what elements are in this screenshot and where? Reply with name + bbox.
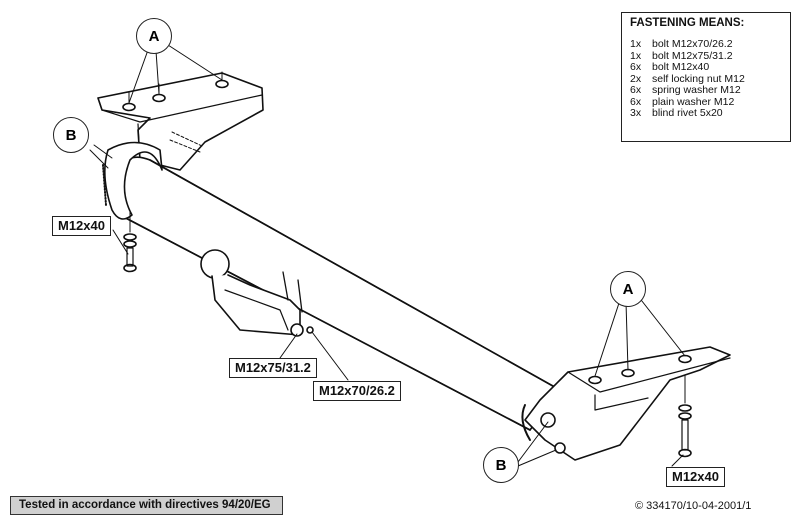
callout-a-right: A — [610, 271, 646, 307]
right-mounting-bracket — [521, 346, 731, 461]
label-bolt-right: M12x40 — [666, 467, 725, 487]
callout-a-left-label: A — [148, 27, 160, 45]
callout-b-left-label: B — [65, 126, 77, 144]
label-bolt-75: M12x75/31.2 — [229, 358, 317, 378]
leader-lines — [89, 44, 686, 467]
label-bolt-70: M12x70/26.2 — [313, 381, 401, 401]
hitch-ball-coupling — [200, 249, 314, 337]
callout-b-left: B — [53, 117, 89, 153]
legend-title: FASTENING MEANS: — [630, 17, 745, 29]
callout-b-right: B — [483, 447, 519, 483]
copyright-text: © 334170/10-04-2001/1 — [635, 500, 752, 512]
right-bolt-stack — [678, 374, 692, 458]
callout-a-left: A — [136, 18, 172, 54]
callout-b-right-label: B — [495, 456, 507, 474]
directive-note: Tested in accordance with directives 94/… — [10, 496, 283, 515]
label-bolt-left: M12x40 — [52, 216, 111, 236]
callout-a-right-label: A — [622, 280, 634, 298]
left-bolt-stack — [123, 211, 137, 273]
